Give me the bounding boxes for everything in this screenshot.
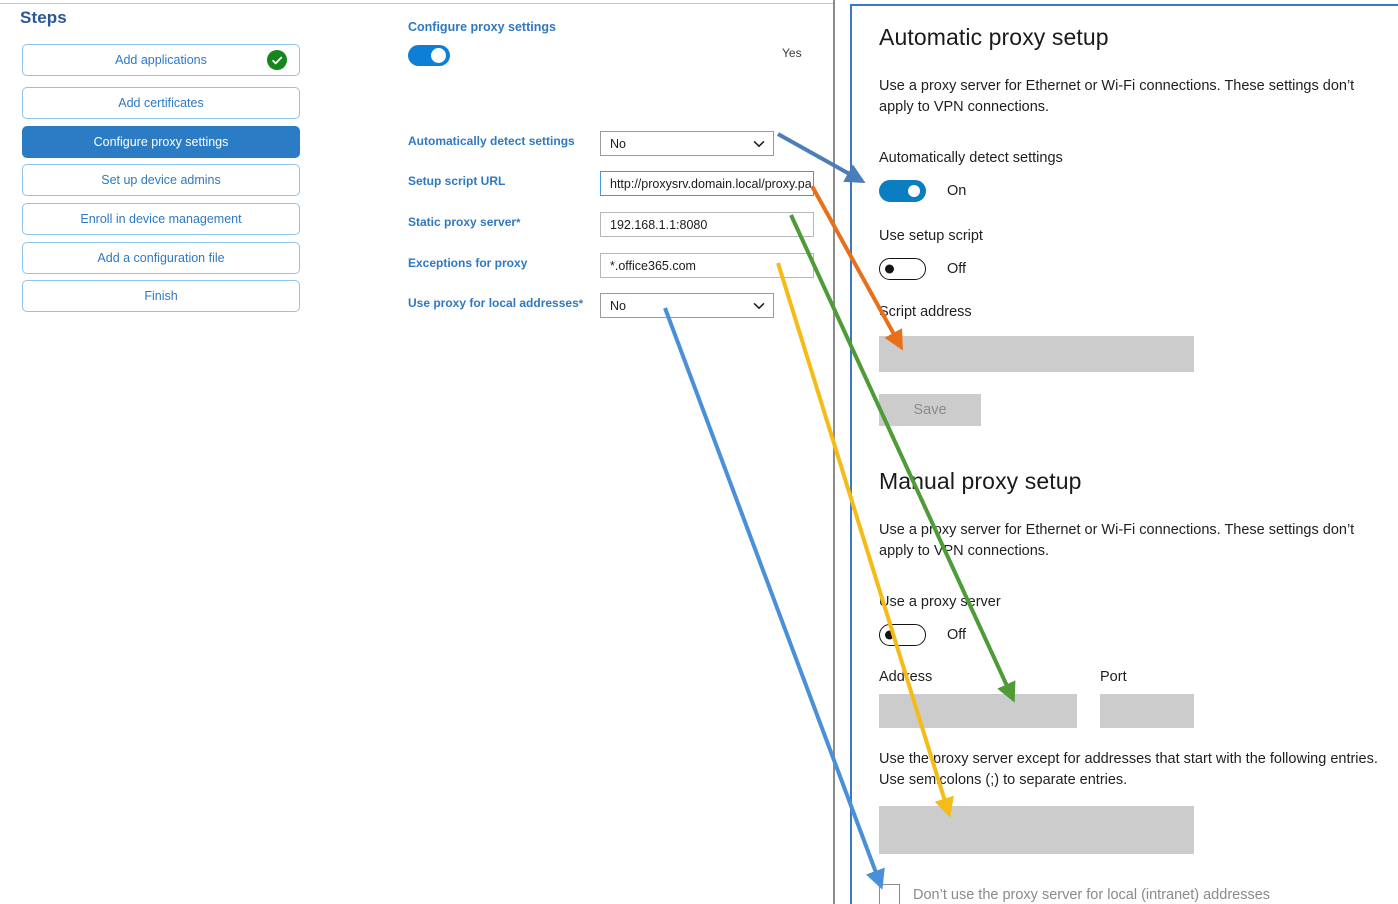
step-label: Enroll in device management [80,212,242,226]
manual-proxy-setup-heading: Manual proxy setup [879,468,1082,494]
field-label-exceptions-for-proxy: Exceptions for proxy [408,256,528,270]
input-value: http://proxysrv.domain.local/proxy.pa [610,176,812,191]
field-label-static-proxy-server: Static proxy server* [408,215,521,229]
select-value: No [610,298,626,313]
select-automatically-detect-settings[interactable]: No [600,131,774,156]
step-button-enroll-in-device-management[interactable]: Enroll in device management [22,203,300,235]
field-control: *.office365.com [600,253,814,278]
field-label-use-proxy-for-local-addresses: Use proxy for local addresses* [408,296,584,310]
field-control: http://proxysrv.domain.local/proxy.pa [600,171,814,196]
port-label: Port [1100,669,1127,685]
checkbox-dont-use-proxy-local-addresses[interactable] [879,884,900,904]
top-divider-rule [0,3,834,4]
use-setup-script-label: Use setup script [879,228,983,244]
address-input[interactable] [879,694,1077,728]
step-button-add-a-configuration-file[interactable]: Add a configuration file [22,242,300,274]
automatic-proxy-setup-heading: Automatic proxy setup [879,24,1109,50]
field-label-automatically-detect-settings: Automatically detect settings [408,134,575,148]
automatically-detect-settings-toggle-state: On [947,183,967,199]
field-row-static-proxy-server: Static proxy server* 192.168.1.1:8080 [330,212,834,237]
address-label: Address [879,669,933,685]
panel-divider [833,0,835,904]
chevron-down-icon [753,140,765,147]
select-use-proxy-for-local-addresses[interactable]: No [600,293,774,318]
input-value: 192.168.1.1:8080 [610,217,708,232]
field-label-setup-script-url: Setup script URL [408,174,506,188]
required-marker: * [578,298,584,310]
step-label: Add certificates [118,96,204,110]
automatic-proxy-setup-description: Use a proxy server for Ethernet or Wi-Fi… [879,78,1355,116]
step-button-add-applications[interactable]: Add applications [22,44,300,76]
step-label: Set up device admins [101,173,221,187]
input-value: *.office365.com [610,258,696,273]
use-setup-script-toggle-state: Off [947,261,967,277]
required-marker: * [516,217,521,229]
proxy-exceptions-input[interactable] [879,806,1194,854]
manual-proxy-setup-description: Use a proxy server for Ethernet or Wi-Fi… [879,522,1355,560]
step-button-configure-proxy-settings[interactable]: Configure proxy settings [22,126,300,158]
step-label: Add applications [115,53,207,67]
proxy-form-panel: Configure proxy settings Yes Automatical… [330,0,834,904]
port-input[interactable] [1100,694,1194,728]
script-address-input[interactable] [879,336,1194,372]
check-circle-icon [267,50,287,70]
use-a-proxy-server-toggle[interactable] [879,624,926,646]
field-control: No [600,293,774,318]
toggle-knob [431,48,446,63]
steps-panel: Steps Add applications Add certificates … [0,0,330,904]
step-label: Add a configuration file [97,251,225,265]
step-button-finish[interactable]: Finish [22,280,300,312]
field-row-automatically-detect-settings: Automatically detect settings No [330,131,834,156]
use-a-proxy-server-toggle-state: Off [947,627,967,643]
configure-proxy-toggle-label: Yes [782,46,802,60]
save-button[interactable]: Save [879,394,981,426]
input-setup-script-url[interactable]: http://proxysrv.domain.local/proxy.pa [600,171,814,196]
use-a-proxy-server-label: Use a proxy server [879,594,1001,610]
toggle-knob [885,630,894,640]
field-row-exceptions-for-proxy: Exceptions for proxy *.office365.com [330,253,834,278]
automatically-detect-settings-label: Automatically detect settings [879,150,1063,166]
step-label: Configure proxy settings [93,135,229,149]
form-heading: Configure proxy settings [408,20,556,34]
configure-proxy-toggle[interactable] [408,45,450,66]
toggle-knob [885,264,894,274]
step-button-set-up-device-admins[interactable]: Set up device admins [22,164,300,196]
toggle-knob [908,185,920,197]
windows-proxy-settings-panel: Automatic proxy setup Use a proxy server… [850,4,1398,904]
step-label: Finish [144,289,178,303]
use-setup-script-toggle[interactable] [879,258,926,280]
field-control: 192.168.1.1:8080 [600,212,814,237]
field-row-setup-script-url: Setup script URL http://proxysrv.domain.… [330,171,834,196]
input-static-proxy-server[interactable]: 192.168.1.1:8080 [600,212,814,237]
field-control: No [600,131,774,156]
field-row-use-proxy-for-local-addresses: Use proxy for local addresses* No [330,293,834,318]
proxy-exceptions-description: Use the proxy server except for addresse… [879,751,1378,789]
checkbox-label: Don’t use the proxy server for local (in… [913,886,1271,903]
script-address-label: Script address [879,304,972,320]
step-button-add-certificates[interactable]: Add certificates [22,87,300,119]
automatically-detect-settings-toggle[interactable] [879,180,926,202]
local-addresses-checkbox-row[interactable]: Don’t use the proxy server for local (in… [879,884,1270,904]
chevron-down-icon [753,302,765,309]
steps-title: Steps [20,8,67,27]
input-exceptions-for-proxy[interactable]: *.office365.com [600,253,814,278]
select-value: No [610,136,626,151]
